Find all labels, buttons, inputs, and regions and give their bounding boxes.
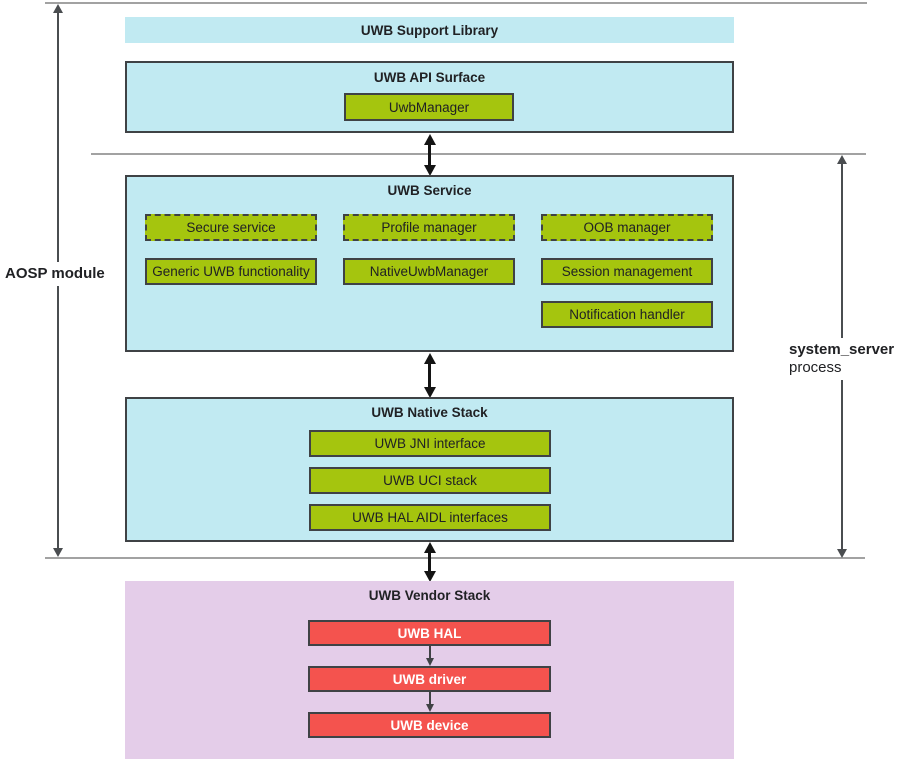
arrowhead-up-icon <box>53 4 63 13</box>
arrow-api-service <box>424 134 436 176</box>
arrowhead-down-icon <box>424 571 436 582</box>
uwbmanager-chip: UwbManager <box>344 93 514 121</box>
arrowhead-down-icon <box>424 387 436 398</box>
aosp-boundary-top-line <box>45 2 867 4</box>
session-management-chip: Session management <box>541 258 713 285</box>
arrowhead-up-icon <box>424 542 436 553</box>
nativeuwbmanager-chip: NativeUwbManager <box>343 258 515 285</box>
arrowhead-up-icon <box>424 134 436 145</box>
aosp-module-label: AOSP module <box>3 262 107 286</box>
arrowhead-down-icon <box>837 549 847 558</box>
profile-manager-chip: Profile manager <box>343 214 515 241</box>
uwb-jni-interface-chip: UWB JNI interface <box>309 430 551 457</box>
arrow-native-vendor <box>424 542 436 582</box>
uwb-hal-aidl-interfaces-chip: UWB HAL AIDL interfaces <box>309 504 551 531</box>
arrow-stem <box>428 551 431 573</box>
arrow-stem <box>429 692 431 707</box>
uwb-uci-stack-chip: UWB UCI stack <box>309 467 551 494</box>
notification-handler-chip: Notification handler <box>541 301 713 328</box>
system-server-label-line2: process <box>789 359 842 376</box>
uwb-native-stack-box: UWB Native Stack UWB JNI interface UWB U… <box>125 397 734 542</box>
uwb-api-surface-box: UWB API Surface UwbManager <box>125 61 734 133</box>
uwb-support-library-title: UWB Support Library <box>360 22 499 38</box>
system-server-label-line1: system_server <box>789 341 895 358</box>
arrowhead-down-icon <box>424 165 436 176</box>
arrow-stem <box>429 646 431 661</box>
arrow-hal-driver <box>425 646 435 666</box>
arrowhead-down-icon <box>426 658 434 666</box>
uwb-api-surface-title: UWB API Surface <box>373 70 486 85</box>
arrow-driver-device <box>425 692 435 712</box>
arrow-stem <box>428 143 431 167</box>
arrow-service-native <box>424 353 436 398</box>
uwb-service-box: UWB Service Secure service Profile manag… <box>125 175 734 352</box>
uwb-vendor-stack-title: UWB Vendor Stack <box>368 588 491 603</box>
generic-uwb-functionality-chip: Generic UWB functionality <box>145 258 317 285</box>
uwb-hal-chip: UWB HAL <box>308 620 551 646</box>
arrowhead-up-icon <box>837 155 847 164</box>
arrowhead-down-icon <box>426 704 434 712</box>
uwb-driver-chip: UWB driver <box>308 666 551 692</box>
uwb-device-chip: UWB device <box>308 712 551 738</box>
arrowhead-up-icon <box>424 353 436 364</box>
system-server-process-label: system_server process <box>787 338 897 380</box>
oob-manager-chip: OOB manager <box>541 214 713 241</box>
uwb-service-title: UWB Service <box>387 183 472 198</box>
secure-service-chip: Secure service <box>145 214 317 241</box>
arrow-stem <box>428 362 431 389</box>
system-server-boundary-top-line <box>91 153 866 155</box>
boundary-bottom-line <box>45 557 865 559</box>
uwb-native-stack-title: UWB Native Stack <box>371 405 488 420</box>
uwb-support-library-bar: UWB Support Library <box>125 17 734 43</box>
arrowhead-down-icon <box>53 548 63 557</box>
uwb-vendor-stack-box: UWB Vendor Stack UWB HAL UWB driver UWB … <box>125 581 734 759</box>
